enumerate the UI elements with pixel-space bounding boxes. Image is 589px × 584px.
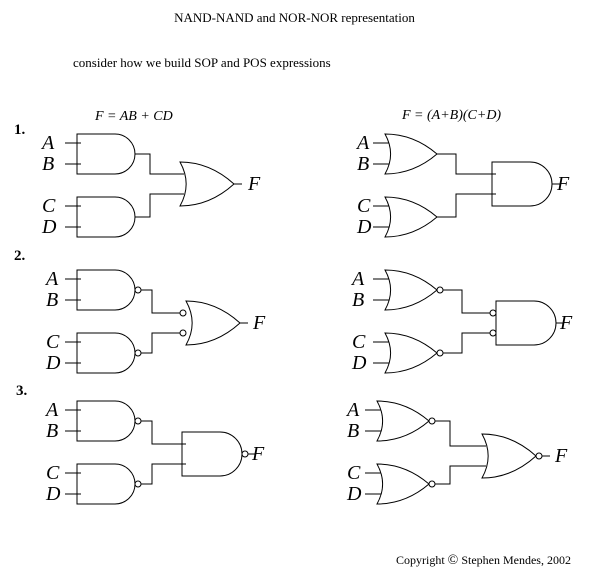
row3-left-gate-3 xyxy=(181,431,243,477)
pos-formula: F = (A+B)(C+D) xyxy=(401,108,501,123)
row2-right-gate-3-bubble-a xyxy=(489,309,497,317)
row3-left-gate-1 xyxy=(76,400,136,442)
row1-right-gate-1 xyxy=(384,133,438,175)
row1-right-input-label-a: A xyxy=(355,132,370,154)
row2-left-output-label: F xyxy=(252,312,266,334)
row3-right-input-label-a: A xyxy=(345,399,360,421)
row1-right-output-label: F xyxy=(556,173,570,195)
row1-left-wire-1 xyxy=(135,153,184,175)
row3-right-input-label-c: C xyxy=(347,462,361,484)
row-label-1: 1. xyxy=(14,122,26,138)
row3-right-wire-2 xyxy=(435,465,486,485)
row1-right-input-label-b: B xyxy=(357,153,369,175)
row2-left-gate-3-bubble-a xyxy=(179,309,187,317)
row1-right-input-label-d: D xyxy=(356,216,372,238)
row3-right-gate-2-bubble xyxy=(428,480,436,488)
row1-left-gate-2 xyxy=(76,196,136,238)
row3-right-wire-1 xyxy=(435,420,486,447)
row2-left-input-label-b: B xyxy=(46,289,58,311)
copyright-owner: Stephen Mendes, 2002 xyxy=(461,553,571,567)
row2-right-wire-1 xyxy=(443,289,490,314)
row2-right-gate-3 xyxy=(495,300,557,346)
row3-left-gate-2-bubble xyxy=(134,480,142,488)
row2-right-gate-1-bubble xyxy=(436,286,444,294)
row1-right-input-label-c: C xyxy=(357,195,371,217)
row3-right-input-label-b: B xyxy=(347,420,359,442)
row2-left-gate-3-bubble-b xyxy=(179,329,187,337)
row2-right-input-label-d: D xyxy=(351,352,367,374)
row1-left-gate-3 xyxy=(179,161,235,207)
row1-right-gate-3 xyxy=(491,161,553,207)
row1-left-input-label-c: C xyxy=(42,195,56,217)
row2-left-gate-2-bubble xyxy=(134,349,142,357)
row2-left-input-label-c: C xyxy=(46,331,60,353)
row1-right-gate-2 xyxy=(384,196,438,238)
row2-left-wire-2 xyxy=(141,332,180,354)
row1-right-wire-1 xyxy=(437,153,496,175)
row3-left-input-label-c: C xyxy=(46,462,60,484)
row2-left-gate-3 xyxy=(185,300,241,346)
row3-right-gate-1 xyxy=(376,400,430,442)
sop-formula: F = AB + CD xyxy=(94,109,173,124)
copyright-icon: © xyxy=(447,553,459,568)
row2-left-gate-2 xyxy=(76,332,136,374)
row2-left-input-label-a: A xyxy=(44,268,59,290)
row3-right-gate-2 xyxy=(376,463,430,505)
row2-left-wire-1 xyxy=(141,289,180,314)
row2-left-gate-1 xyxy=(76,269,136,311)
copyright-notice: Copyright © Stephen Mendes, 2002 xyxy=(396,553,571,569)
row3-left-gate-3-bubble xyxy=(241,450,249,458)
row3-right-input-label-d: D xyxy=(346,483,362,505)
row1-left-wire-2 xyxy=(135,193,184,218)
row3-left-gate-2 xyxy=(76,463,136,505)
row1-left-input-label-d: D xyxy=(41,216,57,238)
row2-left-input-label-d: D xyxy=(45,352,61,374)
row2-right-input-label-b: B xyxy=(352,289,364,311)
row2-left-gate-1-bubble xyxy=(134,286,142,294)
page-subtitle: consider how we build SOP and POS expres… xyxy=(73,55,331,70)
row1-left-output-label: F xyxy=(247,173,261,195)
row3-right-gate-3 xyxy=(481,433,537,479)
row3-left-input-label-d: D xyxy=(45,483,61,505)
copyright-label: Copyright xyxy=(396,553,445,567)
row2-right-gate-3-bubble-b xyxy=(489,329,497,337)
row-label-3: 3. xyxy=(16,383,28,399)
row3-right-gate-3-bubble xyxy=(535,452,543,460)
row3-left-gate-1-bubble xyxy=(134,417,142,425)
row2-right-gate-1 xyxy=(384,269,438,311)
row-label-2: 2. xyxy=(14,248,26,264)
page-title: NAND-NAND and NOR-NOR representation xyxy=(174,10,415,25)
row2-right-input-label-c: C xyxy=(352,331,366,353)
row1-left-input-label-b: B xyxy=(42,153,54,175)
row1-left-input-label-a: A xyxy=(40,132,55,154)
row3-right-output-label: F xyxy=(554,445,568,467)
row2-right-gate-2 xyxy=(384,332,438,374)
row1-right-wire-2 xyxy=(437,193,496,218)
row3-left-wire-2 xyxy=(141,463,186,485)
row1-left-gate-1 xyxy=(76,133,136,175)
row2-right-wire-2 xyxy=(443,332,490,354)
row3-left-input-label-a: A xyxy=(44,399,59,421)
row3-right-gate-1-bubble xyxy=(428,417,436,425)
row3-left-input-label-b: B xyxy=(46,420,58,442)
row3-left-wire-1 xyxy=(141,420,186,445)
row3-left-output-label: F xyxy=(251,443,265,465)
row2-right-input-label-a: A xyxy=(350,268,365,290)
row2-right-gate-2-bubble xyxy=(436,349,444,357)
row2-right-output-label: F xyxy=(559,312,573,334)
